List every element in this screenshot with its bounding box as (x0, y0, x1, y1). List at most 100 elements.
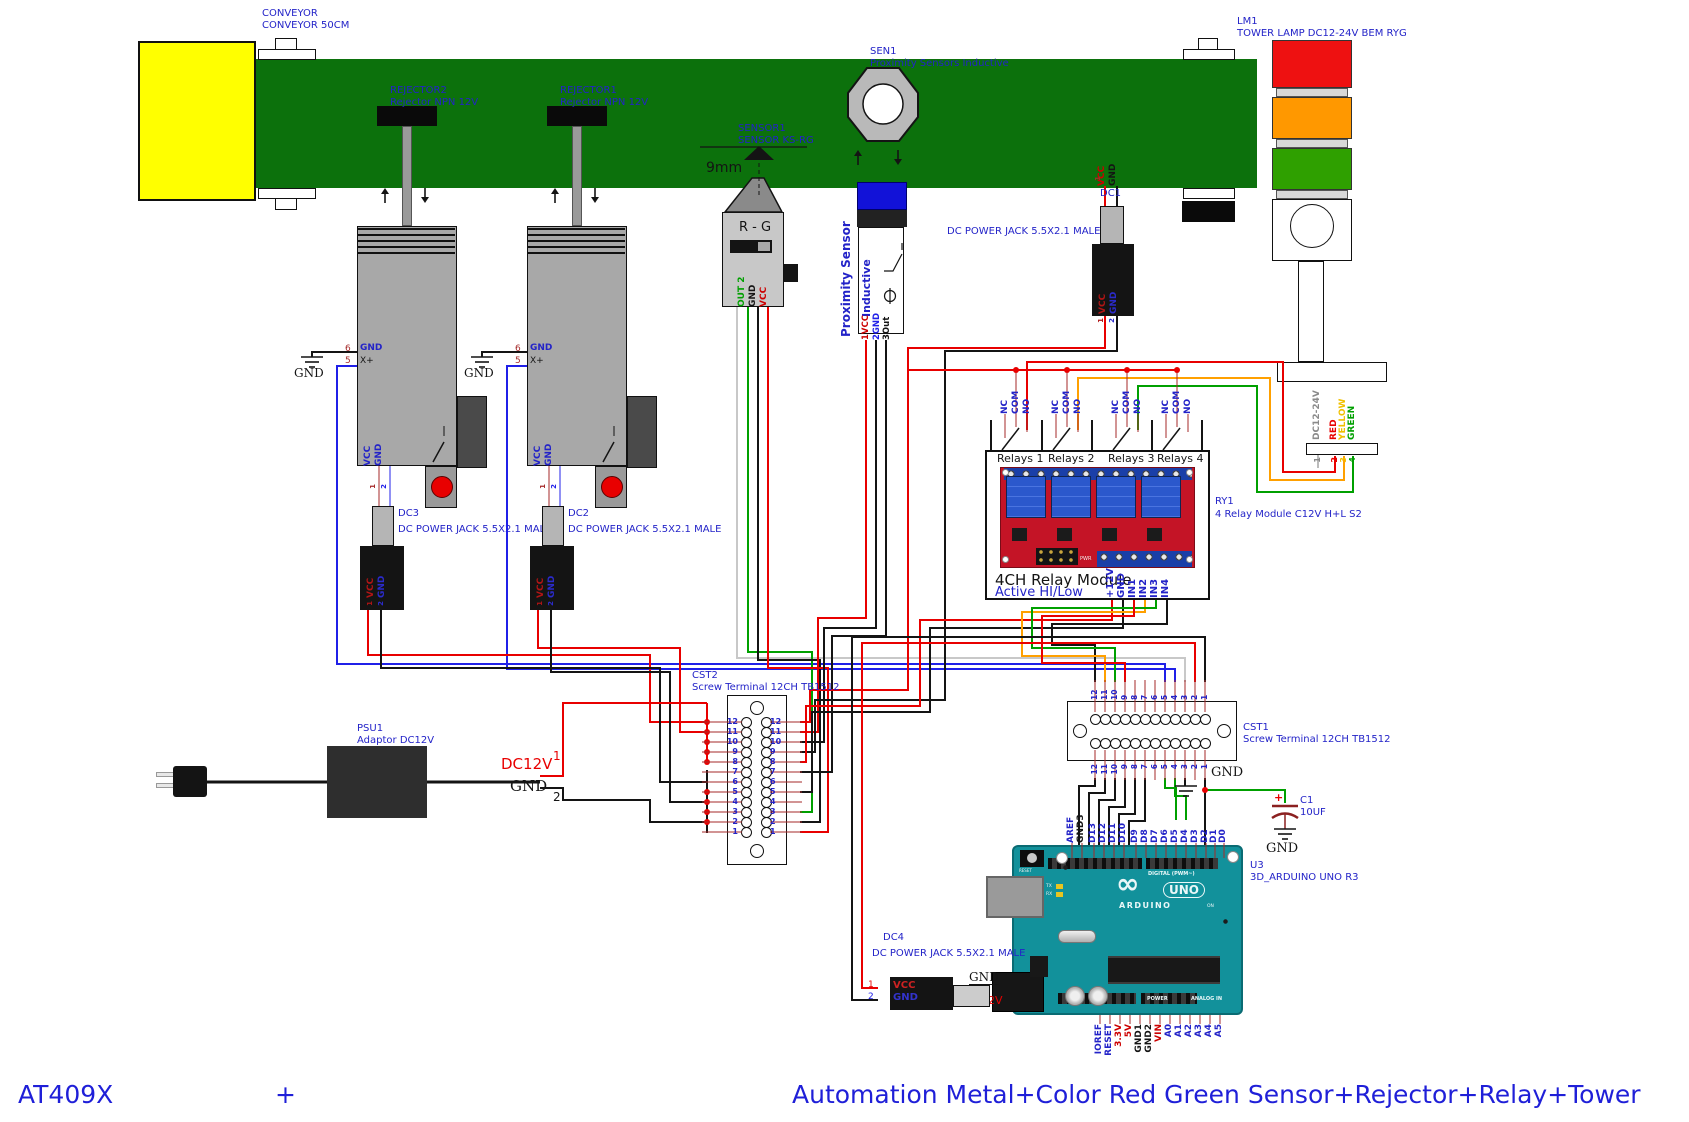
cst2-number-right: 11 (770, 727, 782, 736)
wire (1001, 427, 1020, 451)
capacitor-curved-plate (1271, 812, 1299, 820)
cst2-number-right: 4 (770, 797, 776, 806)
rejector2-wire2-num: 2 (380, 484, 388, 489)
relay-driver-ic (1102, 528, 1117, 541)
tower-separator (1276, 139, 1348, 148)
arduino-pin-label-AREF: AREF (1066, 816, 1076, 843)
tower-ref: LM1 (1237, 16, 1258, 27)
cst2-screw (740, 786, 752, 798)
cst2-number-left: 8 (732, 757, 738, 766)
junction-dot (704, 799, 710, 805)
cap-value: 10UF (1300, 807, 1326, 818)
cst2-number-left: 1 (732, 827, 738, 836)
psu-desc: Adaptor DC12V (357, 735, 435, 746)
dc2-desc: DC POWER JACK 5.5X2.1 MALE (568, 524, 722, 535)
cst1-number-bottom: 11 (1100, 764, 1109, 775)
relay-pin-label-GND: GND (1116, 573, 1127, 598)
relay-mount-hole (1186, 556, 1193, 563)
belt-bracket (275, 198, 297, 210)
wire (800, 600, 1124, 793)
relay-contact-label-NO: NO (1183, 398, 1193, 414)
junction-dot (704, 789, 710, 795)
junction-dot (1202, 787, 1208, 793)
rejector2-red-button (431, 476, 453, 498)
sensor1-gap: 9mm (706, 160, 743, 176)
cst1-number-top: 5 (1160, 694, 1169, 700)
arduino-header-strip (1146, 858, 1218, 869)
rejector2-gnd-label: GND (294, 366, 324, 380)
tower-pin-label-GREEN: GREEN (1347, 405, 1357, 440)
cst1-number-top: 10 (1110, 689, 1119, 700)
cst2-screw (740, 726, 752, 738)
rejector1-side-block (627, 396, 657, 468)
relay-pin-label-IN1: IN1 (1127, 578, 1138, 598)
cst1-screw (1159, 713, 1171, 725)
sen1-pin3: 3Out (882, 316, 892, 340)
cst2-number-right: 2 (770, 817, 776, 826)
conveyor-desc: CONVEYOR 50CM (262, 20, 350, 31)
dc1-belt-1: 1 (1094, 176, 1102, 181)
cst2-number-left: 2 (732, 817, 738, 826)
tower-stem (1298, 261, 1324, 362)
relay-2 (1051, 476, 1091, 518)
psu-dc12v-label: DC12V (501, 755, 553, 773)
dc1-gnd-pin: GND (1109, 291, 1119, 314)
arduino-pin-label-RESET: RESET (1104, 1024, 1114, 1056)
psu-pin2-num: 2 (553, 790, 561, 804)
arduino-analog-silk: ANALOG IN (1191, 996, 1223, 1002)
arduino-tx-silk: TX (1046, 884, 1052, 889)
cst1-number-bottom: 7 (1140, 764, 1149, 770)
arduino-icsp2-header (1062, 864, 1083, 879)
cst1-number-top: 1 (1200, 694, 1209, 700)
dc4-ref: DC4 (883, 932, 905, 943)
relay-pwr-silk: PWR (1080, 556, 1092, 562)
sensor1-vcc-pin: VCC (759, 286, 769, 307)
cst1-number-bottom: 1 (1200, 764, 1209, 770)
psu-adaptor (327, 746, 427, 818)
relay-contact-label-NC: NC (1111, 399, 1121, 414)
relay-contact-label-NC: NC (1161, 399, 1171, 414)
dc1-plug (1100, 206, 1124, 244)
proximity-sensor-tip (857, 182, 907, 210)
junction-dot (704, 749, 710, 755)
cst2-number-right: 5 (770, 787, 776, 796)
cst2-screw (740, 746, 752, 758)
rejector2-desc: Rejector NPN 12V (390, 97, 479, 108)
sensor1-out-pin: OUT 2 (737, 276, 747, 308)
cst1-number-top: 8 (1130, 694, 1139, 700)
relay-1 (1006, 476, 1046, 518)
dc4-gnd-label: GND (969, 970, 999, 985)
arduino-model: UNO (1163, 882, 1205, 898)
relay-channel-label: Relays 2 (1048, 452, 1095, 465)
tower-separator (1276, 190, 1348, 199)
dc4-pin1-num: 1 (868, 980, 874, 990)
wire (800, 340, 887, 773)
relay-contact-label-NO: NO (1073, 398, 1083, 414)
arduino-pin-label-D6: D6 (1160, 829, 1170, 843)
arduino-logo-icon: ∞ (1116, 867, 1140, 900)
cst2-screw (740, 816, 752, 828)
wire (550, 610, 707, 803)
dc4-desc: DC POWER JACK 5.5X2.1 MALE (872, 948, 1026, 959)
rejector2-wire1-num: 1 (369, 484, 377, 489)
wire (537, 610, 707, 733)
cst1-screw (1149, 713, 1161, 725)
cst2-ref: CST2 (692, 670, 718, 681)
cst1-mount-hole (1073, 724, 1087, 738)
cst1-screw (1159, 737, 1171, 749)
rejector2-pin5-label: X+ (360, 356, 374, 366)
relay-driver-ic (1057, 528, 1072, 541)
rejector1-pin5-num: 5 (515, 356, 521, 366)
junction-dot (1124, 367, 1130, 373)
cst1-screw (1179, 737, 1191, 749)
dc2-vcc-pin: VCC (536, 577, 546, 598)
relay-jumper-block (1036, 548, 1078, 565)
cst1-number-bottom: 5 (1160, 764, 1169, 770)
tower-base-circle (1290, 204, 1334, 248)
relay-channel-label: Relays 4 (1157, 452, 1204, 465)
wire (1162, 427, 1181, 451)
cst1-body (1067, 701, 1237, 761)
cst1-number-top: 3 (1180, 694, 1189, 700)
tower-red-segment (1272, 40, 1352, 88)
arduino-pin-label-A3: A3 (1194, 1024, 1204, 1038)
